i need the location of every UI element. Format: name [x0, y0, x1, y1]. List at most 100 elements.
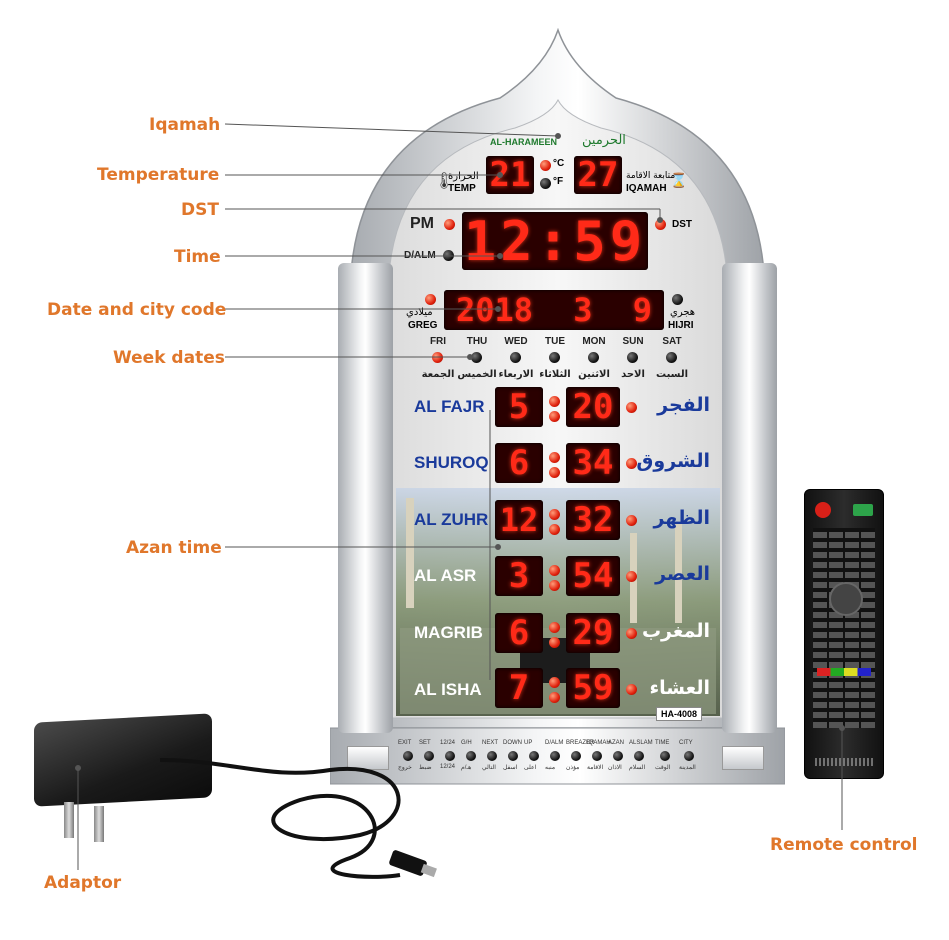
prayer-indicator [626, 402, 637, 413]
callout-iqamah: Iqamah [149, 115, 221, 135]
button-knob [529, 751, 539, 761]
prayer-name-ar: المغرب [641, 620, 710, 642]
callout-time: Time [174, 247, 221, 267]
button-knob [660, 751, 670, 761]
fahrenheit-indicator [540, 178, 551, 189]
speaker-right [722, 746, 764, 770]
pm-indicator [444, 219, 455, 230]
button-knob [634, 751, 644, 761]
button-knob [592, 751, 602, 761]
button-knob [613, 751, 623, 761]
prayer-name-ar: الظهر [653, 507, 710, 529]
mode-button[interactable] [853, 504, 873, 516]
pm-label: PM [410, 215, 434, 232]
prayer-hour: 12 [495, 500, 543, 540]
brand-logo: AL-HARAMEEN الحرمين [490, 133, 650, 150]
adaptor-cable [159, 758, 437, 879]
prayer-name-ar: العصر [655, 563, 710, 585]
adaptor-prong-left [64, 802, 74, 838]
sat-indicator [666, 352, 677, 363]
colon-dot-bottom [549, 637, 560, 648]
time-display: 12:59 [462, 209, 648, 273]
button-knob [424, 751, 434, 761]
callout-date-city: Date and city code [47, 300, 227, 320]
remote-keypad [813, 528, 875, 728]
tue-indicator [549, 352, 560, 363]
callout-azan-time: Azan time [126, 538, 222, 558]
mon-indicator [588, 352, 599, 363]
prayer-name-ar: الفجر [657, 394, 710, 416]
prayer-minute: 54 [566, 556, 620, 596]
prayer-hour: 6 [495, 443, 543, 483]
prayer-minute: 32 [566, 500, 620, 540]
hourglass-icon: ⌛ [670, 172, 688, 188]
button-knob [684, 751, 694, 761]
date-display: 2018 3 9 [444, 290, 664, 330]
prayer-name-en: SHUROQ [414, 453, 489, 472]
colon-dot-bottom [549, 692, 560, 703]
prayer-hour: 3 [495, 556, 543, 596]
year-value: 2018 [456, 291, 534, 329]
prayer-hour: 7 [495, 668, 543, 708]
prayer-name-ar: العشاء [649, 677, 710, 699]
callout-adaptor: Adaptor [44, 873, 122, 893]
colon-dot-bottom [549, 524, 560, 535]
prayer-name-en: AL ZUHR [414, 510, 489, 529]
right-pillar [722, 263, 777, 733]
prayer-name-ar: الشروق [636, 450, 710, 472]
button-knob [487, 751, 497, 761]
prayer-hour: 5 [495, 387, 543, 427]
colon-dot-top [549, 396, 560, 407]
prayer-indicator [626, 571, 637, 582]
button-knob [466, 751, 476, 761]
sun-indicator [627, 352, 638, 363]
callout-dst: DST [181, 200, 219, 220]
colon-dot-bottom [549, 580, 560, 591]
power-adaptor [34, 713, 214, 868]
callout-temperature: Temperature [97, 165, 220, 185]
power-button[interactable] [815, 502, 831, 518]
dst-label: DST [672, 219, 692, 230]
hijri-label-ar: هجري [670, 307, 696, 318]
colon-dot-top [549, 509, 560, 520]
temp-label-ar: الحرارة [448, 171, 479, 182]
button-knob [571, 751, 581, 761]
prayer-indicator [626, 515, 637, 526]
left-pillar [338, 263, 393, 733]
prayer-minute: 34 [566, 443, 620, 483]
prayer-name-en: AL ISHA [414, 680, 482, 699]
fahrenheit-label: °F [553, 176, 564, 187]
colon-dot-top [549, 677, 560, 688]
brand-name-ar: الحرمين [582, 133, 626, 148]
remote-brand-text [815, 758, 873, 766]
colon-dot-bottom [549, 467, 560, 478]
colon-dot-top [549, 565, 560, 576]
colon-dot-top [549, 622, 560, 633]
callout-remote: Remote control [770, 835, 918, 855]
navigation-ring[interactable] [829, 582, 863, 616]
temp-label-en: TEMP [448, 183, 476, 194]
prayer-minute: 59 [566, 668, 620, 708]
prayer-name-en: MAGRIB [414, 623, 483, 642]
prayer-name-en: AL ASR [414, 566, 477, 585]
greg-label-ar: ميلادي [406, 307, 433, 318]
color-keys[interactable] [817, 668, 871, 676]
speaker-left [347, 746, 389, 770]
prayer-indicator [626, 458, 637, 469]
prayer-name-en: AL FAJR [414, 397, 485, 416]
greg-indicator [425, 294, 436, 305]
button-knob [445, 751, 455, 761]
prayer-minute: 29 [566, 613, 620, 653]
model-tag: HA-4008 [656, 707, 703, 721]
button-knob [403, 751, 413, 761]
adaptor-prong-right [94, 806, 104, 842]
colon-dot-top [549, 452, 560, 463]
colon-dot-bottom [549, 411, 560, 422]
thermometer-icon: 🌡 [434, 173, 455, 190]
callout-week-dates: Week dates [113, 348, 225, 368]
button-knob [508, 751, 518, 761]
iqamah-label-en: IQAMAH [626, 183, 667, 194]
temperature-display: 21 [486, 155, 534, 195]
